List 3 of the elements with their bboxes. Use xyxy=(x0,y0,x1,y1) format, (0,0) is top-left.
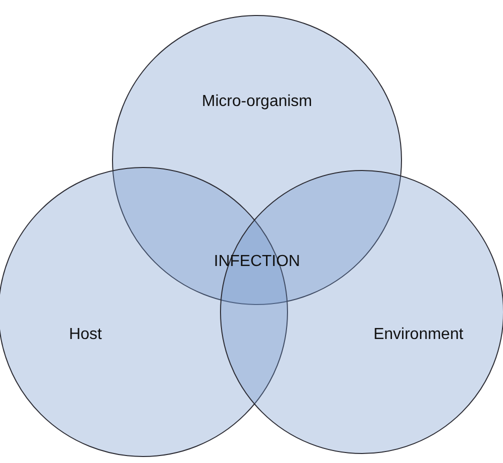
set-label: Environment xyxy=(373,326,464,344)
set-label: Host xyxy=(68,326,102,344)
set-label: Micro-organism xyxy=(202,93,312,112)
